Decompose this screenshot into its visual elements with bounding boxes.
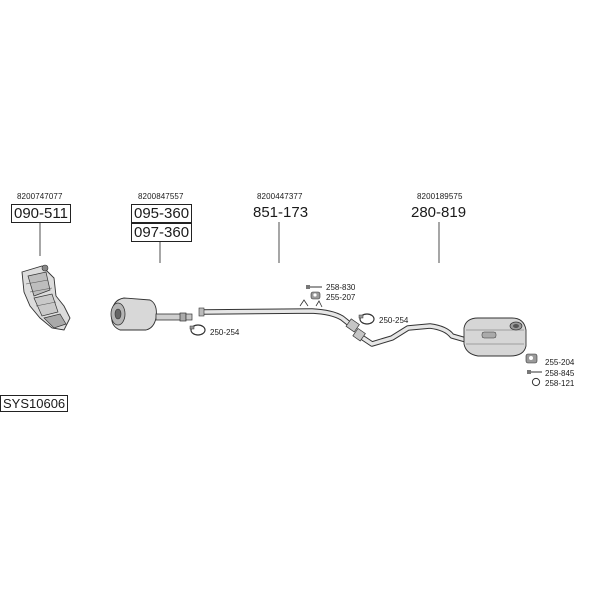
hanger-rear-icon[interactable]: [525, 353, 538, 364]
part-number-catalyst[interactable]: 090-511: [11, 204, 71, 223]
hanger-mid-icon[interactable]: [310, 291, 321, 300]
small-part-hanger-mid[interactable]: 255-207: [326, 293, 356, 302]
small-part-hanger-rear[interactable]: 255-204: [545, 358, 575, 367]
part-number-rear-silencer[interactable]: 280-819: [411, 204, 467, 221]
ring-rear-icon[interactable]: [531, 377, 541, 387]
part-number-middle-pipe[interactable]: 851-173: [253, 204, 309, 221]
rear-silencer-part[interactable]: [463, 317, 527, 357]
small-part-clamp-front[interactable]: 250-254: [210, 328, 240, 337]
small-part-ring-rear[interactable]: 258-121: [545, 379, 575, 388]
oem-number-front-silencer: 8200847557: [138, 192, 184, 201]
clamp-rear-icon[interactable]: [358, 313, 375, 325]
oem-number-middle-pipe: 8200447377: [257, 192, 303, 201]
oem-number-rear-silencer: 8200189575: [417, 192, 463, 201]
middle-pipe-part[interactable]: [198, 299, 360, 333]
part-number-front-silencer-2[interactable]: 097-360: [131, 223, 193, 242]
catalyst-part[interactable]: [21, 264, 71, 331]
front-silencer-part[interactable]: [110, 297, 193, 331]
system-code-label: SYS10606: [0, 395, 69, 412]
bolt-mid-icon[interactable]: [306, 285, 322, 289]
part-number-front-silencer-1[interactable]: 095-360: [131, 204, 193, 223]
small-part-clamp-rear[interactable]: 250-254: [379, 316, 409, 325]
clamp-front-icon[interactable]: [189, 324, 206, 336]
small-part-bolt-mid[interactable]: 258-830: [326, 283, 356, 292]
oem-number-catalyst: 8200747077: [17, 192, 63, 201]
rear-pipe-part[interactable]: [352, 323, 469, 347]
small-part-bolt-rear[interactable]: 258-845: [545, 369, 575, 378]
bolt-rear-icon[interactable]: [527, 370, 542, 374]
